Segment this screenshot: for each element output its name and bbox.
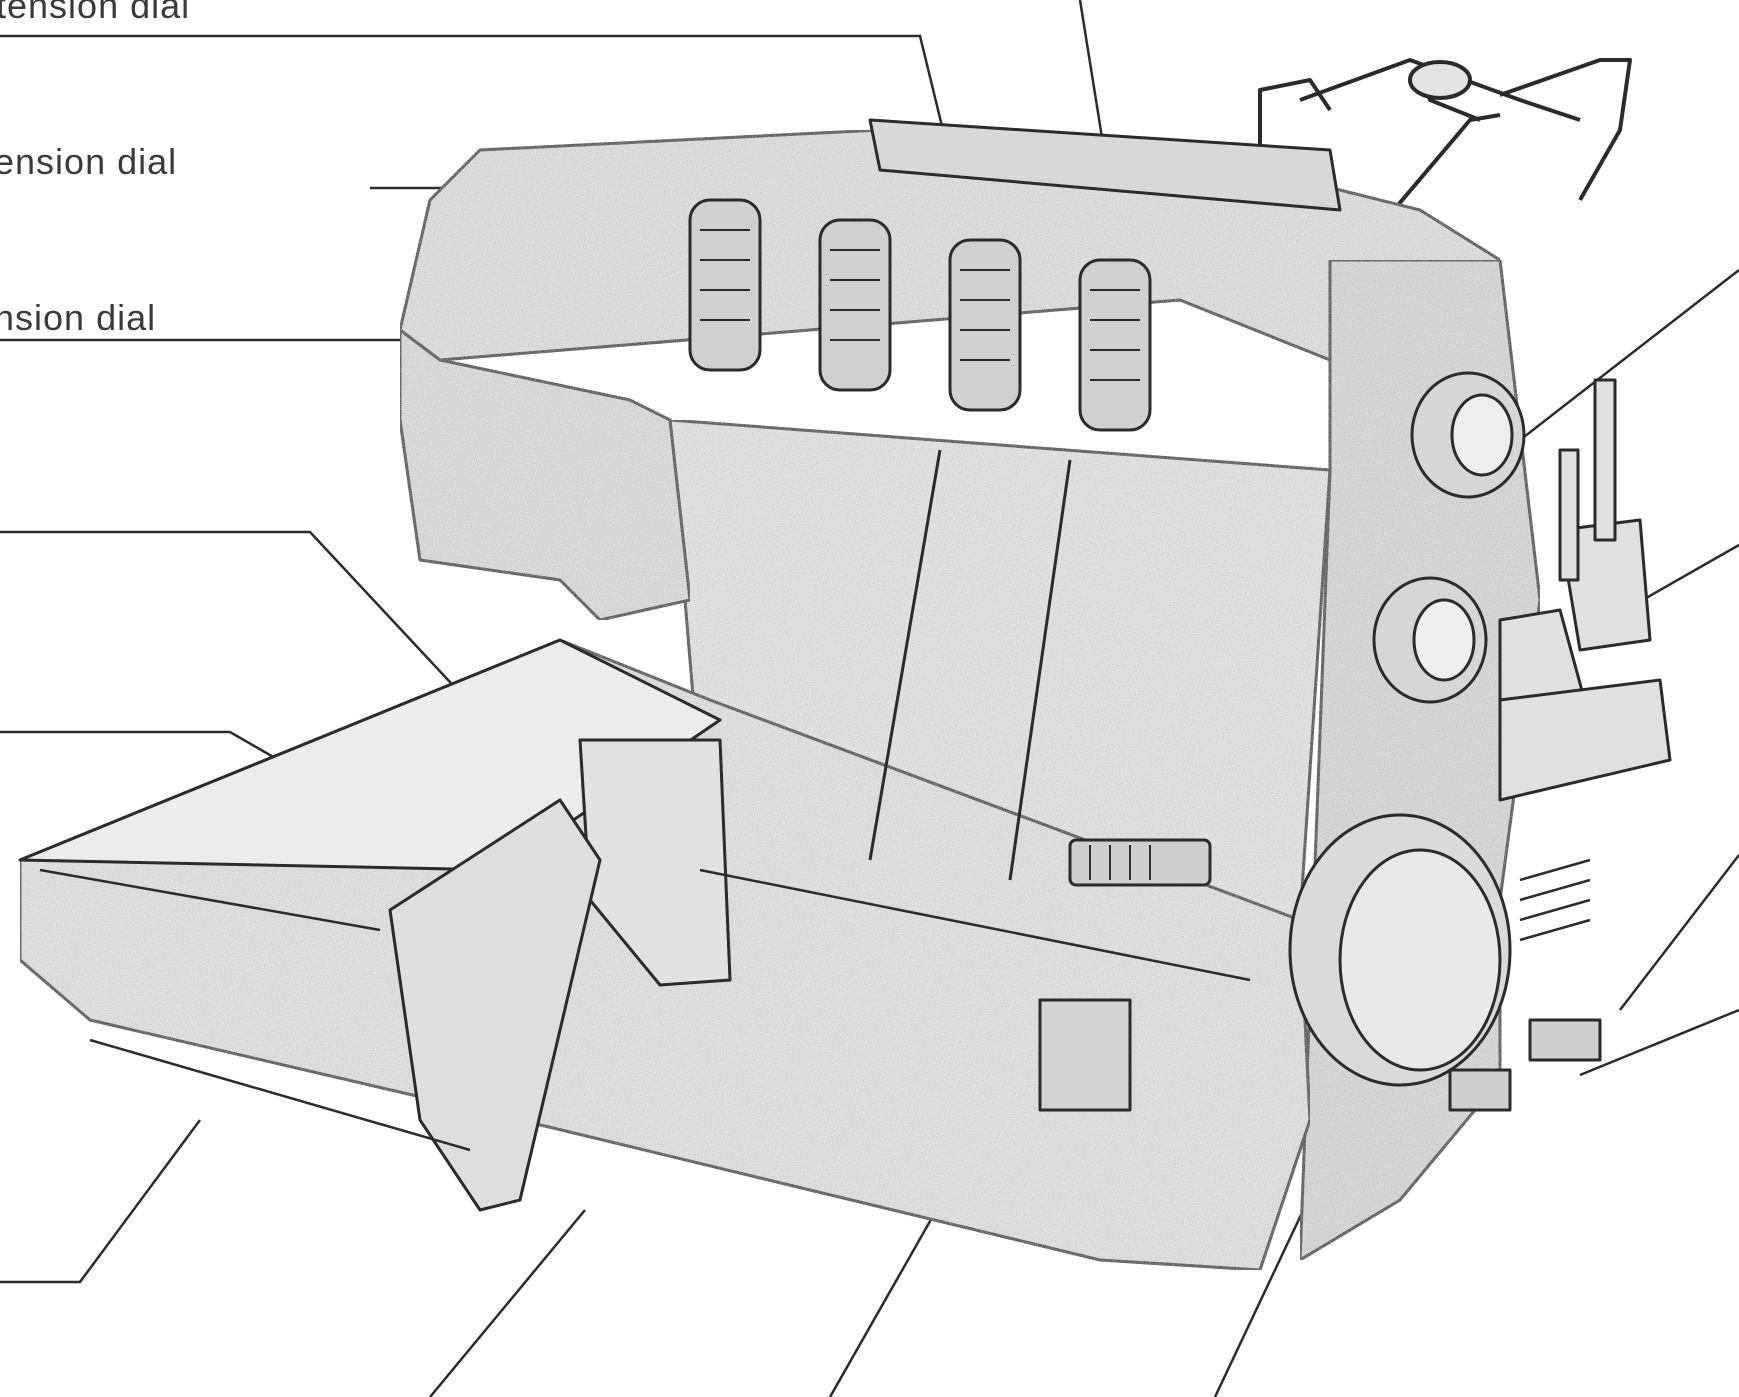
leader-line-7 (429, 1209, 586, 1397)
tension-dial-1 (688, 198, 762, 372)
stitch-length-knob-center (1412, 598, 1476, 682)
leader-line-6 (0, 1119, 202, 1284)
differential-feed-knob-center (1450, 393, 1514, 477)
spool-holders (1498, 378, 1672, 802)
leader-line-10 (1519, 269, 1739, 441)
leader-line-12 (1619, 854, 1739, 1011)
front-cover (388, 798, 602, 1212)
looper-cover (398, 328, 692, 622)
light-switch (1448, 1068, 1512, 1112)
power-switch (1528, 1018, 1602, 1062)
thread-guide-bar (868, 118, 1342, 212)
label-upper-tension-dial-3: nsion dial (0, 297, 157, 338)
label-upper-tension-dial-2: ension dial (0, 141, 178, 182)
serger-body (18, 58, 1672, 1272)
tension-dial-3 (948, 238, 1022, 412)
tension-dial-2 (818, 218, 892, 392)
tension-dial-ridges (700, 229, 1140, 381)
thread-paths (868, 449, 1072, 881)
tension-dials (688, 198, 1152, 432)
front-door-latch (1038, 998, 1132, 1112)
spool-base (1498, 678, 1672, 802)
cutting-width-dial (1068, 838, 1212, 887)
spool-pin-1 (1593, 378, 1617, 542)
handwheel-face (1338, 848, 1502, 1072)
tension-dial-4 (1078, 258, 1152, 432)
spool-pin-2 (1558, 448, 1580, 582)
leader-line-13 (1579, 1008, 1739, 1077)
vent-slots (1519, 858, 1591, 942)
label-upper-tension-dial-1: tension dial (0, 0, 191, 26)
